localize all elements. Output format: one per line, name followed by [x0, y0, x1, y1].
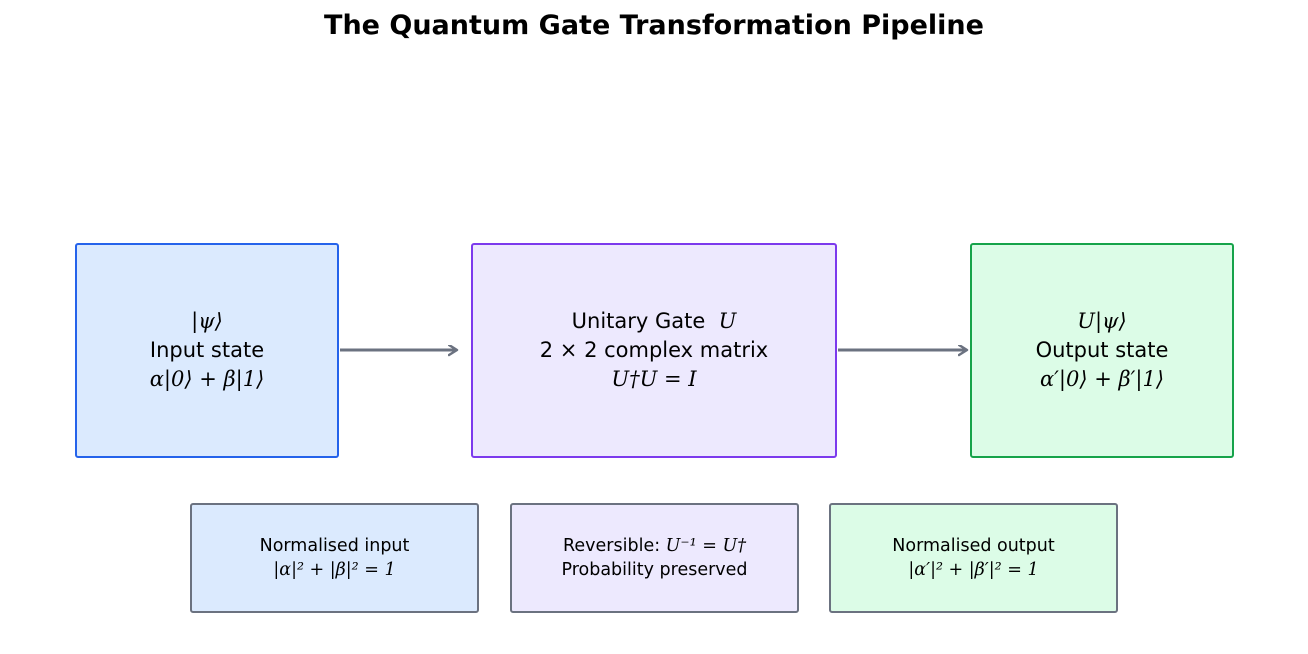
gate-label: Unitary Gate — [571, 309, 706, 333]
gate-symbol: U — [718, 309, 737, 333]
note-gate-prefix: Reversible: — [563, 536, 666, 556]
note-input-title: Normalised input — [259, 536, 410, 556]
note-input-equation: |α|² + |β|² = 1 — [273, 560, 396, 580]
note-gate-inverse-equation: U⁻¹ = U† — [665, 536, 746, 556]
normalised-output-note: Normalised output |α′|² + |β′|² = 1 — [829, 503, 1118, 613]
diagram-title: The Quantum Gate Transformation Pipeline — [324, 10, 984, 41]
output-ket: U|ψ⟩ — [1077, 309, 1127, 333]
input-label: Input state — [149, 338, 265, 362]
gate-unitarity-condition: U†U = I — [611, 367, 697, 391]
note-gate-title-line: Reversible: U⁻¹ = U† — [563, 534, 746, 558]
input-expression: α|0⟩ + β|1⟩ — [149, 367, 265, 391]
note-output-equation: |α′|² + |β′|² = 1 — [908, 560, 1039, 580]
output-state-box: U|ψ⟩ Output state α′|0⟩ + β′|1⟩ — [970, 243, 1234, 458]
output-expression: α′|0⟩ + β′|1⟩ — [1039, 367, 1165, 391]
gate-matrix-description: 2 × 2 complex matrix — [539, 338, 769, 362]
gate-title-line: Unitary Gate U — [572, 307, 737, 336]
note-gate-subtitle: Probability preserved — [561, 560, 748, 580]
reversible-note: Reversible: U⁻¹ = U† Probability preserv… — [510, 503, 799, 613]
input-state-box: |ψ⟩ Input state α|0⟩ + β|1⟩ — [75, 243, 339, 458]
input-ket: |ψ⟩ — [191, 309, 223, 333]
output-label: Output state — [1035, 338, 1169, 362]
normalised-input-note: Normalised input |α|² + |β|² = 1 — [190, 503, 479, 613]
unitary-gate-box: Unitary Gate U 2 × 2 complex matrix U†U … — [471, 243, 837, 458]
note-output-title: Normalised output — [892, 536, 1055, 556]
